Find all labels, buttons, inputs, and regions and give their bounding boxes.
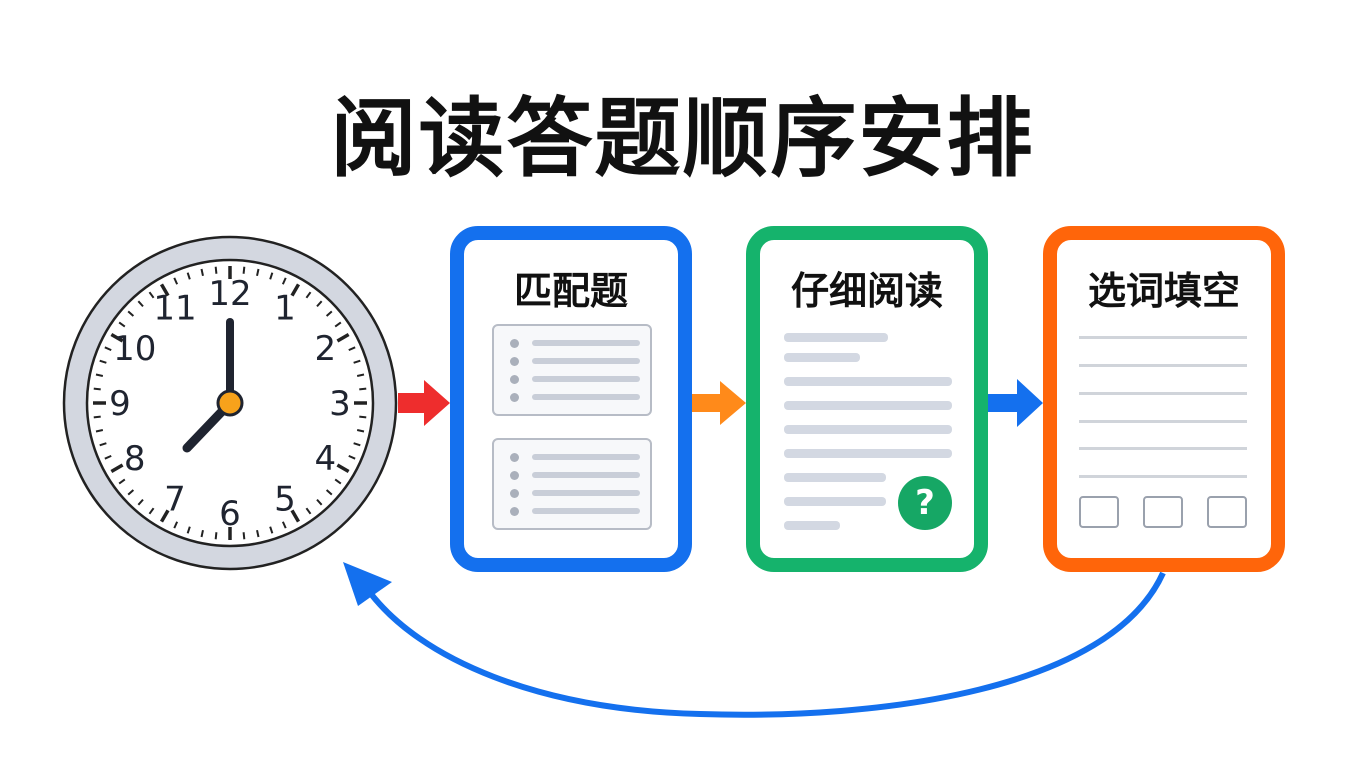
- clock-tick: [118, 478, 126, 485]
- arrow-blue-icon: [988, 379, 1043, 427]
- clock-tick: [118, 321, 126, 328]
- clock-tick: [336, 332, 350, 343]
- blank-box: [1143, 496, 1183, 528]
- option-list-card: [492, 324, 652, 416]
- page-title: 阅读答题顺序安排: [330, 89, 1035, 189]
- clock-tick: [281, 277, 287, 285]
- blank-box: [1079, 496, 1119, 528]
- clock-number: 3: [329, 384, 351, 424]
- clock-tick: [281, 521, 287, 529]
- clock-tick: [93, 415, 101, 419]
- step-title: 选词填空: [1087, 269, 1240, 313]
- clock-number: 9: [109, 384, 131, 424]
- clock-number: 12: [208, 274, 251, 314]
- clock-tick: [173, 277, 179, 285]
- clock-tick: [110, 463, 124, 474]
- clock-tick: [186, 272, 191, 280]
- clock-tick: [137, 300, 144, 308]
- option-list-card: [492, 438, 652, 530]
- clock-tick: [93, 387, 101, 391]
- clock-tick: [269, 526, 274, 534]
- clock-tick: [290, 509, 301, 523]
- clock-tick: [148, 291, 155, 299]
- clock-center-pin: [216, 389, 244, 417]
- clock-tick: [348, 346, 356, 352]
- clock-number: 10: [113, 329, 156, 369]
- clock-tick: [173, 521, 179, 529]
- clock-tick: [137, 498, 144, 506]
- clock-tick: [214, 532, 218, 540]
- clock-tick: [214, 266, 218, 274]
- clock-number: 2: [314, 329, 336, 369]
- clock-tick: [336, 463, 350, 474]
- clock-tick: [95, 373, 104, 377]
- clock-tick: [316, 300, 323, 308]
- clock-tick: [104, 454, 112, 460]
- question-icon: ?: [898, 476, 952, 530]
- clock-tick: [290, 283, 301, 297]
- clock-tick: [359, 415, 367, 419]
- clock-tick: [159, 283, 170, 297]
- clock-tick: [200, 529, 204, 538]
- clock-tick: [269, 272, 274, 280]
- clock-tick: [353, 442, 361, 447]
- clock-tick: [356, 429, 365, 433]
- clock-tick: [305, 507, 312, 515]
- arrow-red-icon: [398, 380, 450, 426]
- loop-back-arrow: [365, 571, 1166, 718]
- clock-tick: [353, 359, 361, 364]
- clock-tick: [200, 268, 204, 277]
- clock-number: 5: [274, 479, 296, 519]
- clock-tick: [325, 489, 333, 496]
- clock-tick: [104, 346, 112, 352]
- clock-tick: [159, 509, 170, 523]
- clock-tick: [242, 532, 246, 540]
- clock-tick: [256, 268, 260, 277]
- clock-tick: [334, 478, 342, 485]
- clock-tick: [99, 359, 107, 364]
- clock-tick: [110, 332, 124, 343]
- step-word-fill-card: 选词填空: [1043, 226, 1285, 572]
- loop-arrowhead-icon: [343, 562, 392, 606]
- clock-number: 7: [164, 479, 186, 519]
- clock-tick: [356, 373, 365, 377]
- clock-tick: [127, 310, 135, 317]
- clock-tick: [256, 529, 260, 538]
- arrow-orange-icon: [692, 381, 746, 425]
- clock-tick: [316, 498, 323, 506]
- clock-tick: [348, 454, 356, 460]
- step-title: 仔细阅读: [790, 269, 943, 313]
- clock-tick: [334, 321, 342, 328]
- clock-number: 1: [274, 289, 296, 329]
- clock-tick: [325, 310, 333, 317]
- clock-tick: [127, 489, 135, 496]
- clock-tick: [359, 387, 367, 391]
- clock-number: 8: [124, 439, 146, 479]
- clock-tick: [148, 507, 155, 515]
- step-matching-card: 匹配题: [450, 226, 692, 572]
- clock-number: 11: [153, 289, 196, 329]
- clock-number: 6: [219, 494, 241, 534]
- clock-tick: [95, 429, 104, 433]
- step-title: 匹配题: [513, 269, 628, 313]
- clock-tick: [242, 266, 246, 274]
- clock-tick: [305, 291, 312, 299]
- clock-number: 4: [314, 439, 336, 479]
- step-careful-reading-card: 仔细阅读 ?: [746, 226, 988, 572]
- clock-tick: [186, 526, 191, 534]
- blank-box: [1207, 496, 1247, 528]
- clock-tick: [99, 442, 107, 447]
